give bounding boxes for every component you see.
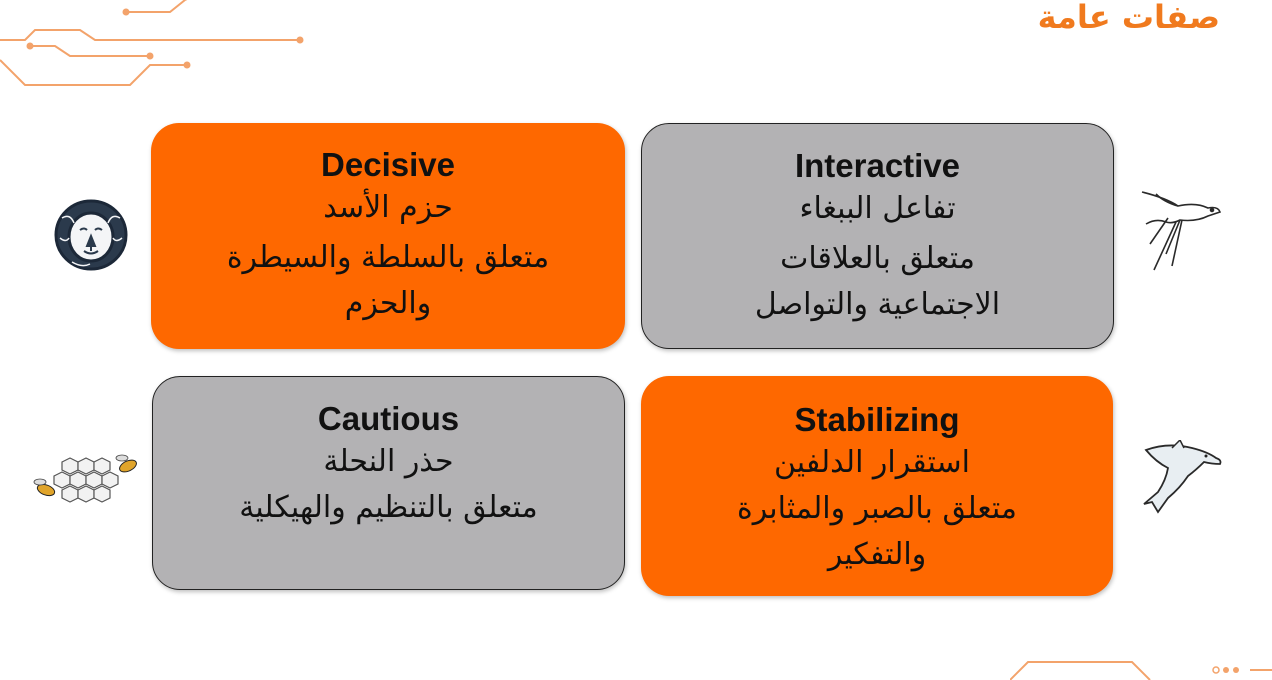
description-line: متعلق بالسلطة والسيطرة bbox=[226, 240, 550, 275]
description-line: الاجتماعية والتواصل bbox=[754, 287, 1001, 322]
card-description-text: متعلق بالتنظيم والهيكلية bbox=[239, 485, 537, 531]
description-line: متعلق بالعلاقات bbox=[780, 241, 975, 276]
circuit-decoration-bottom-right bbox=[1010, 661, 1272, 680]
description-line: متعلق بالتنظيم والهيكلية bbox=[239, 490, 538, 525]
card-arabic-name: استقرار الدلفين bbox=[773, 445, 971, 480]
bee-icon bbox=[33, 454, 137, 503]
lion-icon bbox=[54, 199, 128, 271]
circuit-decoration-top-left bbox=[0, 0, 304, 86]
parrot-icon bbox=[1141, 191, 1222, 271]
card-stabilizing: Stabilizing استقرار الدلفين متعلق بالصبر… bbox=[641, 376, 1113, 596]
description-line: والتفكير bbox=[827, 537, 927, 572]
description-line: والحزم bbox=[344, 286, 432, 321]
card-interactive: Interactive تفاعل الببغاء متعلق بالعلاقا… bbox=[641, 123, 1114, 349]
card-english-title: Decisive bbox=[321, 146, 455, 183]
card-description: متعلق بالسلطة والسيطرة والحزم bbox=[227, 235, 549, 327]
card-description-text: متعلق بالصبر والمثابرة والتفكير bbox=[737, 486, 1017, 578]
card-arabic-name: حذر النحلة bbox=[323, 444, 454, 479]
card-english-title: Cautious bbox=[317, 400, 460, 437]
card-english-title: Stabilizing bbox=[794, 401, 960, 438]
description-line: متعلق بالصبر والمثابرة bbox=[737, 491, 1017, 526]
card-description: متعلق بالعلاقات الاجتماعية والتواصل bbox=[755, 236, 1000, 328]
card-description: متعلق بالتنظيم والهيكلية bbox=[239, 485, 537, 531]
card-english-title: Interactive bbox=[794, 147, 961, 184]
dolphin-icon bbox=[1143, 440, 1222, 514]
card-description-text: متعلق بالعلاقات الاجتماعية والتواصل bbox=[755, 236, 1000, 328]
card-description: متعلق بالصبر والمثابرة والتفكير bbox=[737, 486, 1017, 578]
page-title: صفات عامة bbox=[1037, 0, 1220, 36]
card-decisive: Decisive حزم الأسد متعلق بالسلطة والسيطر… bbox=[151, 123, 625, 349]
card-arabic-name: تفاعل الببغاء bbox=[799, 191, 956, 226]
card-cautious: Cautious حذر النحلة متعلق بالتنظيم والهي… bbox=[152, 376, 625, 590]
card-description-text: متعلق بالسلطة والسيطرة والحزم bbox=[227, 235, 549, 327]
card-arabic-name: حزم الأسد bbox=[323, 190, 453, 225]
